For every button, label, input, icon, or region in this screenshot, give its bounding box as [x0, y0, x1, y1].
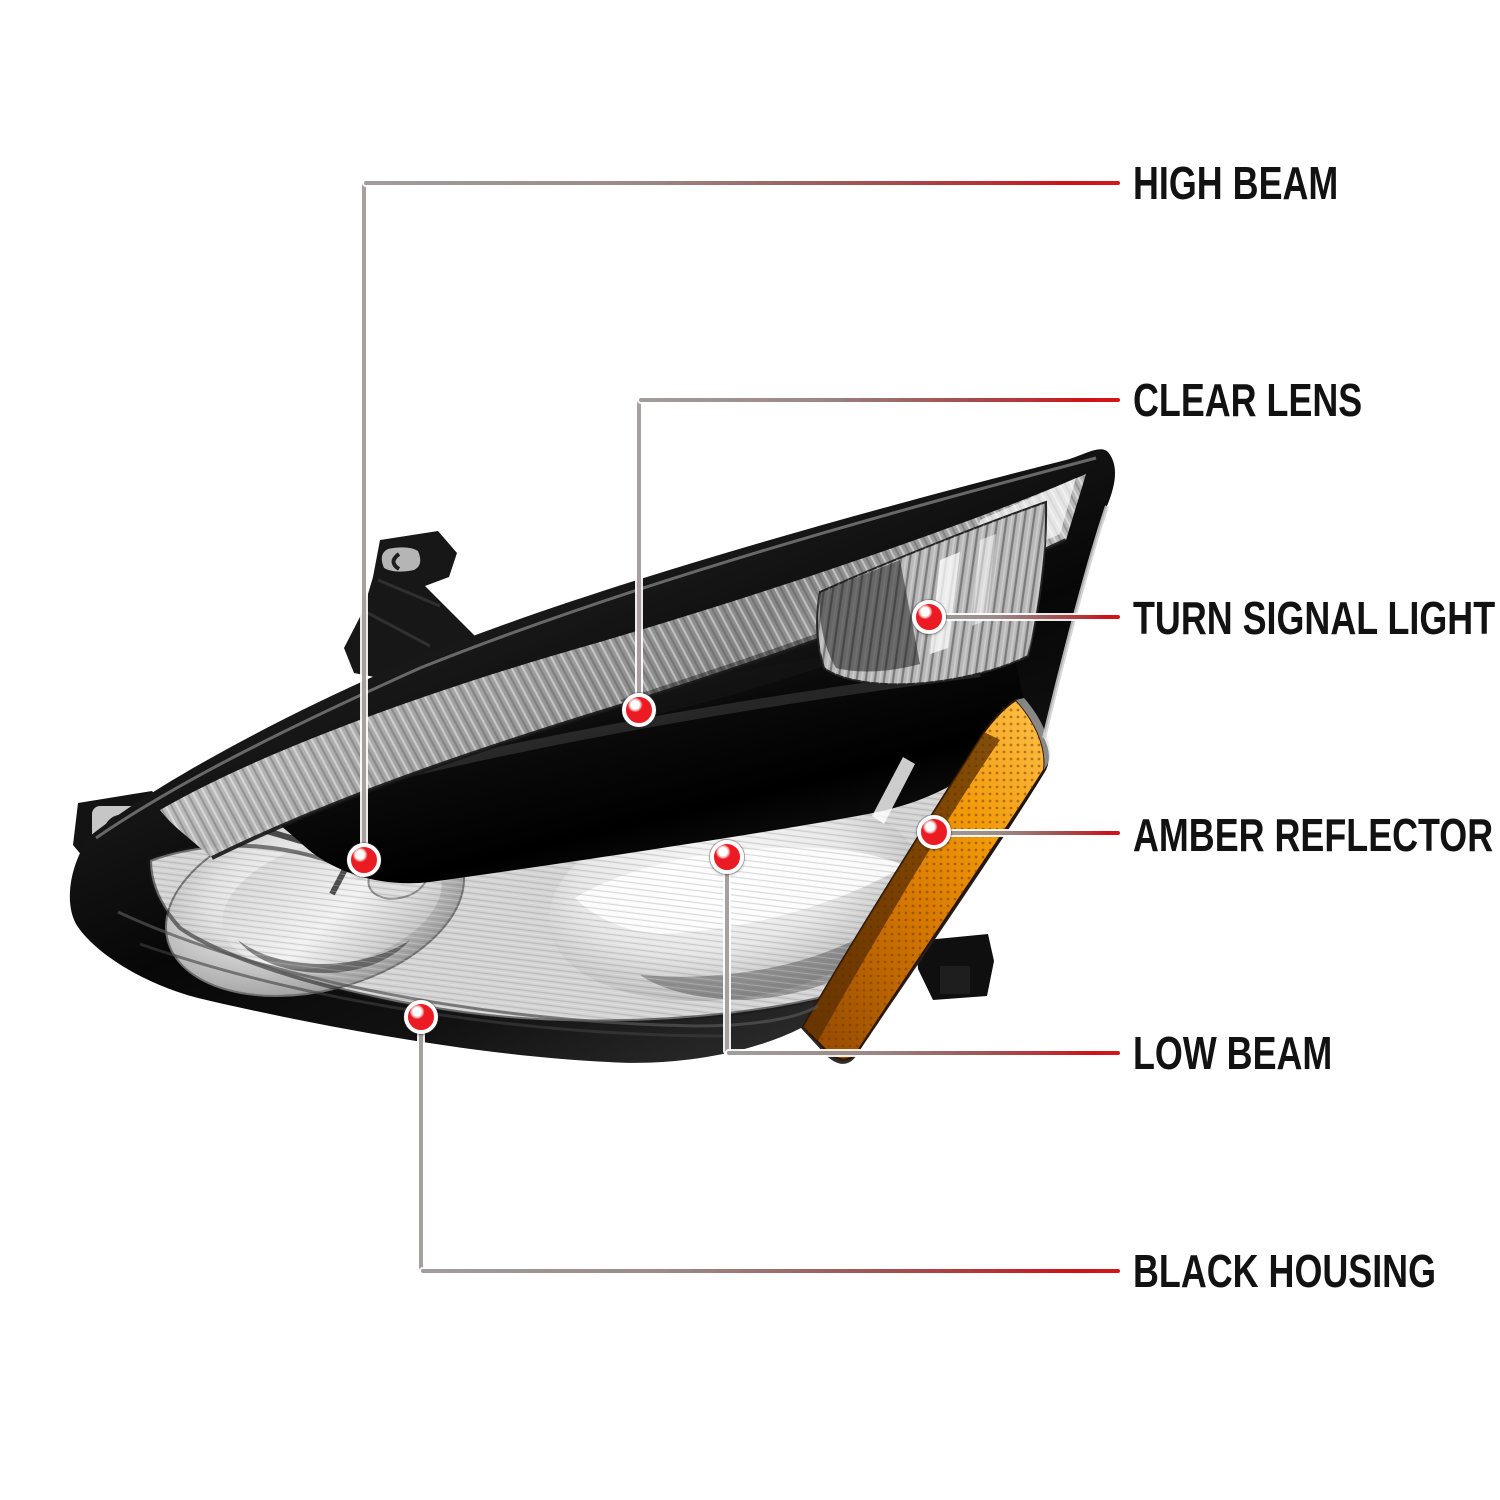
leader-line-horizontal — [934, 831, 1120, 835]
callout-label-black-housing: BLACK HOUSING — [1133, 1245, 1436, 1297]
mounting-bracket-top — [344, 531, 475, 683]
edge-trim — [1042, 505, 1109, 739]
leader-line-vertical — [725, 857, 729, 1053]
leader-line-horizontal — [364, 181, 1120, 185]
callout-label-clear-lens: CLEAR LENS — [1133, 374, 1363, 426]
callout-label-amber-reflector: AMBER REFLECTOR — [1133, 809, 1494, 861]
leader-line-vertical — [419, 1017, 423, 1271]
marker-dot — [347, 843, 381, 877]
marker-dot — [912, 600, 946, 634]
marker-dot — [622, 693, 656, 727]
marker-dot — [917, 815, 951, 849]
leader-line-horizontal — [727, 1051, 1120, 1055]
amber-reflector-part — [801, 698, 1051, 1061]
leader-line-horizontal — [929, 615, 1120, 619]
callout-label-low-beam: LOW BEAM — [1133, 1027, 1333, 1079]
callout-label-turn-signal-light: TURN SIGNAL LIGHT — [1133, 592, 1496, 644]
leader-line-vertical — [362, 183, 366, 860]
marker-dot — [710, 840, 744, 874]
leader-line-horizontal — [421, 1269, 1120, 1273]
turn-signal-reflector — [816, 500, 1048, 686]
callout-label-high-beam: HIGH BEAM — [1133, 157, 1339, 209]
marker-dot — [404, 1000, 438, 1034]
leader-line-horizontal — [639, 398, 1120, 402]
mounting-tab-right — [916, 934, 994, 1000]
leader-line-vertical — [637, 400, 641, 710]
